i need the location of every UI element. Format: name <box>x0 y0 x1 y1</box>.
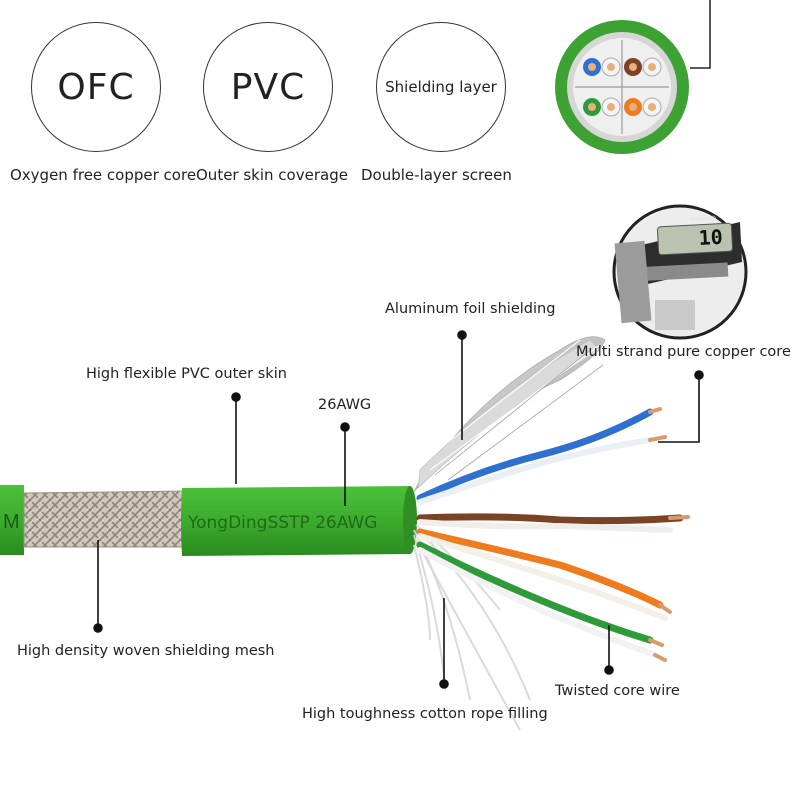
label-twisted-wire: Twisted core wire <box>555 683 680 699</box>
cable-end-text: M <box>3 511 20 533</box>
caliper-display <box>656 222 734 256</box>
ofc-circle-text: OFC <box>57 66 135 108</box>
pair-brown <box>416 513 690 533</box>
pair-blue <box>416 407 667 505</box>
label-copper-core: Multi strand pure copper core <box>576 344 791 360</box>
cable-end-cap <box>0 485 24 555</box>
pair-orange <box>416 528 672 621</box>
label-woven-mesh: High density woven shielding mesh <box>17 643 275 659</box>
aluminum-foil <box>413 336 611 493</box>
label-awg: 26AWG <box>318 397 372 413</box>
shielding-circle-text: Shielding layer <box>385 78 497 96</box>
ofc-circle: OFC <box>31 22 161 152</box>
pvc-jacket <box>181 486 413 556</box>
shielding-caption: Double-layer screen <box>361 166 512 184</box>
ofc-caption: Oxygen free copper core <box>10 166 197 184</box>
cable-print: YongDingSSTP 26AWG <box>187 513 377 533</box>
pvc-circle-text: PVC <box>230 66 306 108</box>
woven-shielding-mesh <box>23 490 186 548</box>
cross-section <box>555 0 711 154</box>
label-aluminum-foil: Aluminum foil shielding <box>385 301 556 317</box>
label-cotton-filling: High toughness cotton rope filling <box>302 706 548 722</box>
shielding-circle: Shielding layer <box>376 22 506 152</box>
caliper-inset <box>612 204 748 340</box>
caliper-reading: 10 <box>698 225 723 250</box>
caliper-unit: mm/inch <box>690 215 717 223</box>
pvc-circle: PVC <box>203 22 333 152</box>
pair-green <box>416 541 667 662</box>
label-pvc-skin: High flexible PVC outer skin <box>86 366 287 382</box>
leader-lines <box>93 330 704 689</box>
pvc-caption: Outer skin coverage <box>196 166 348 184</box>
